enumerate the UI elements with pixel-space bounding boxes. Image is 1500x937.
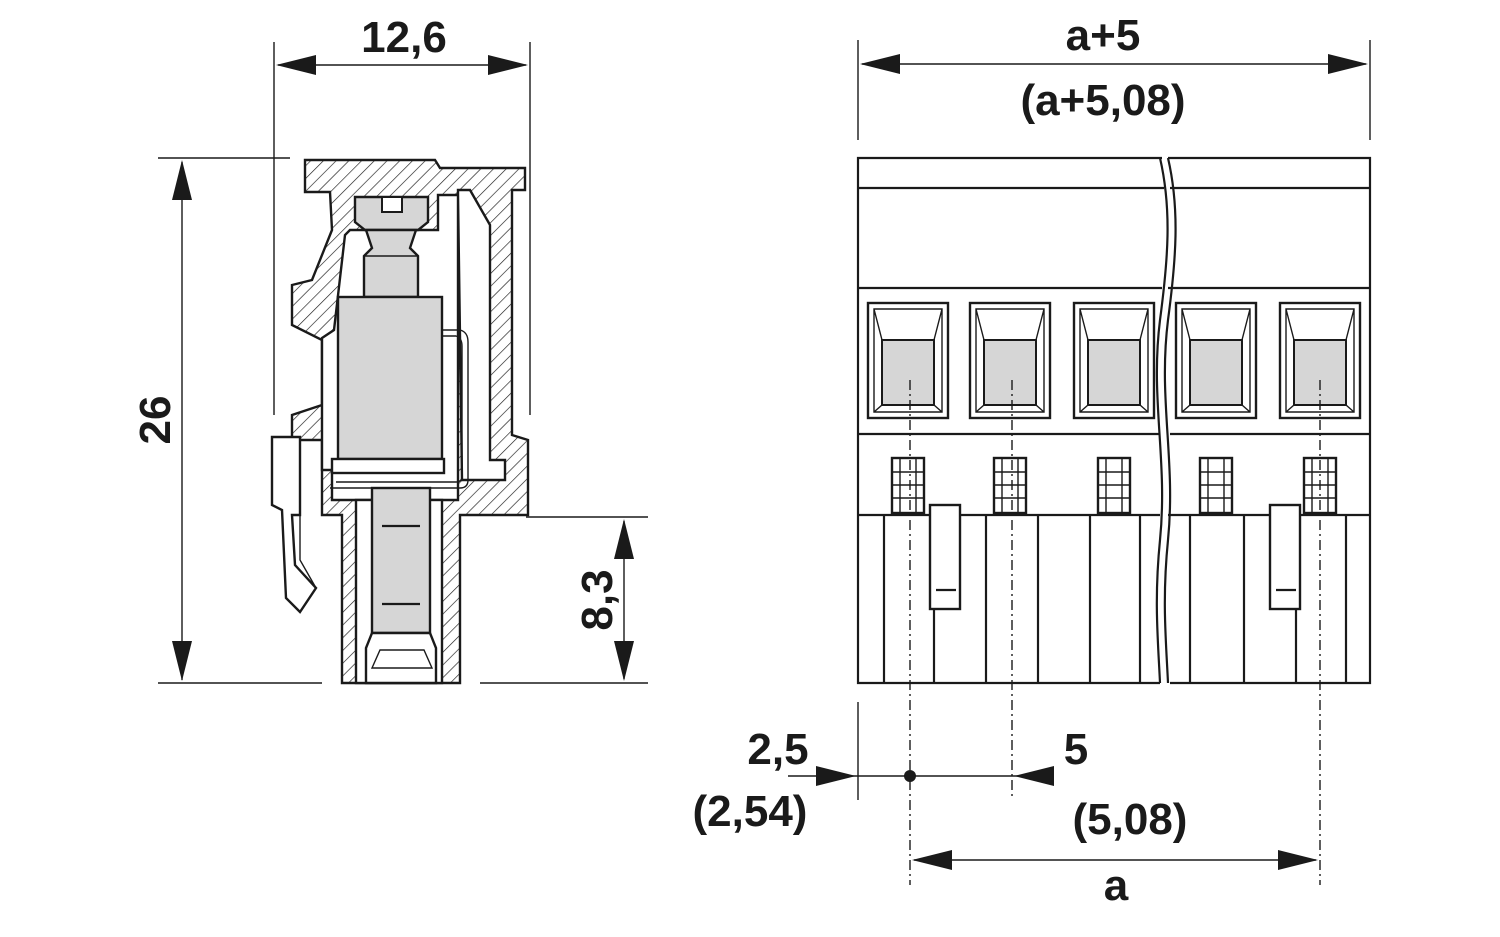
terminal-opening: [866, 301, 950, 420]
pitch-label: 5: [1064, 725, 1088, 774]
overall-width-alt-label: (a+5,08): [1020, 76, 1185, 125]
test-window: [1096, 456, 1132, 515]
front-view: a+5 (a+5,08) 2,5 (2,54) 5 (5,08) a: [693, 11, 1372, 910]
test-window: [890, 456, 926, 515]
pin: [370, 486, 432, 635]
terminal-opening: [968, 301, 1052, 420]
terminal-opening: [1174, 301, 1258, 420]
side-view-section: 12,6 26 8,3: [131, 13, 648, 685]
overall-width-label: a+5: [1066, 11, 1141, 60]
terminal-opening: [1278, 301, 1362, 420]
clamp-body: [336, 295, 444, 461]
edge-offset-label: 2,5: [747, 725, 808, 774]
coding-tab-right: [1268, 503, 1302, 611]
side-width-dimension: 12,6: [273, 13, 531, 415]
span-dimension: a: [912, 850, 1318, 910]
terminal-opening: [1072, 301, 1156, 420]
pitch-dimension: 2,5 (2,54) 5 (5,08): [693, 702, 1188, 844]
test-window: [1198, 456, 1234, 515]
pin-length-label: 8,3: [573, 569, 622, 630]
front-housing-outline: [856, 156, 1162, 685]
edge-offset-alt-label: (2,54): [693, 787, 808, 836]
pin-length-dimension: 8,3: [480, 516, 648, 684]
side-height-dimension: 26: [131, 157, 322, 684]
screw-shank: [362, 228, 420, 299]
side-height-label: 26: [131, 396, 180, 445]
span-label: a: [1104, 861, 1129, 910]
overall-width-dimension: a+5 (a+5,08): [857, 11, 1371, 140]
latch-lever: [270, 435, 318, 614]
test-window: [992, 456, 1028, 515]
side-width-label: 12,6: [361, 13, 447, 62]
coding-tab-left: [928, 503, 962, 611]
pitch-alt-label: (5,08): [1073, 795, 1188, 844]
screw-head: [353, 195, 430, 232]
